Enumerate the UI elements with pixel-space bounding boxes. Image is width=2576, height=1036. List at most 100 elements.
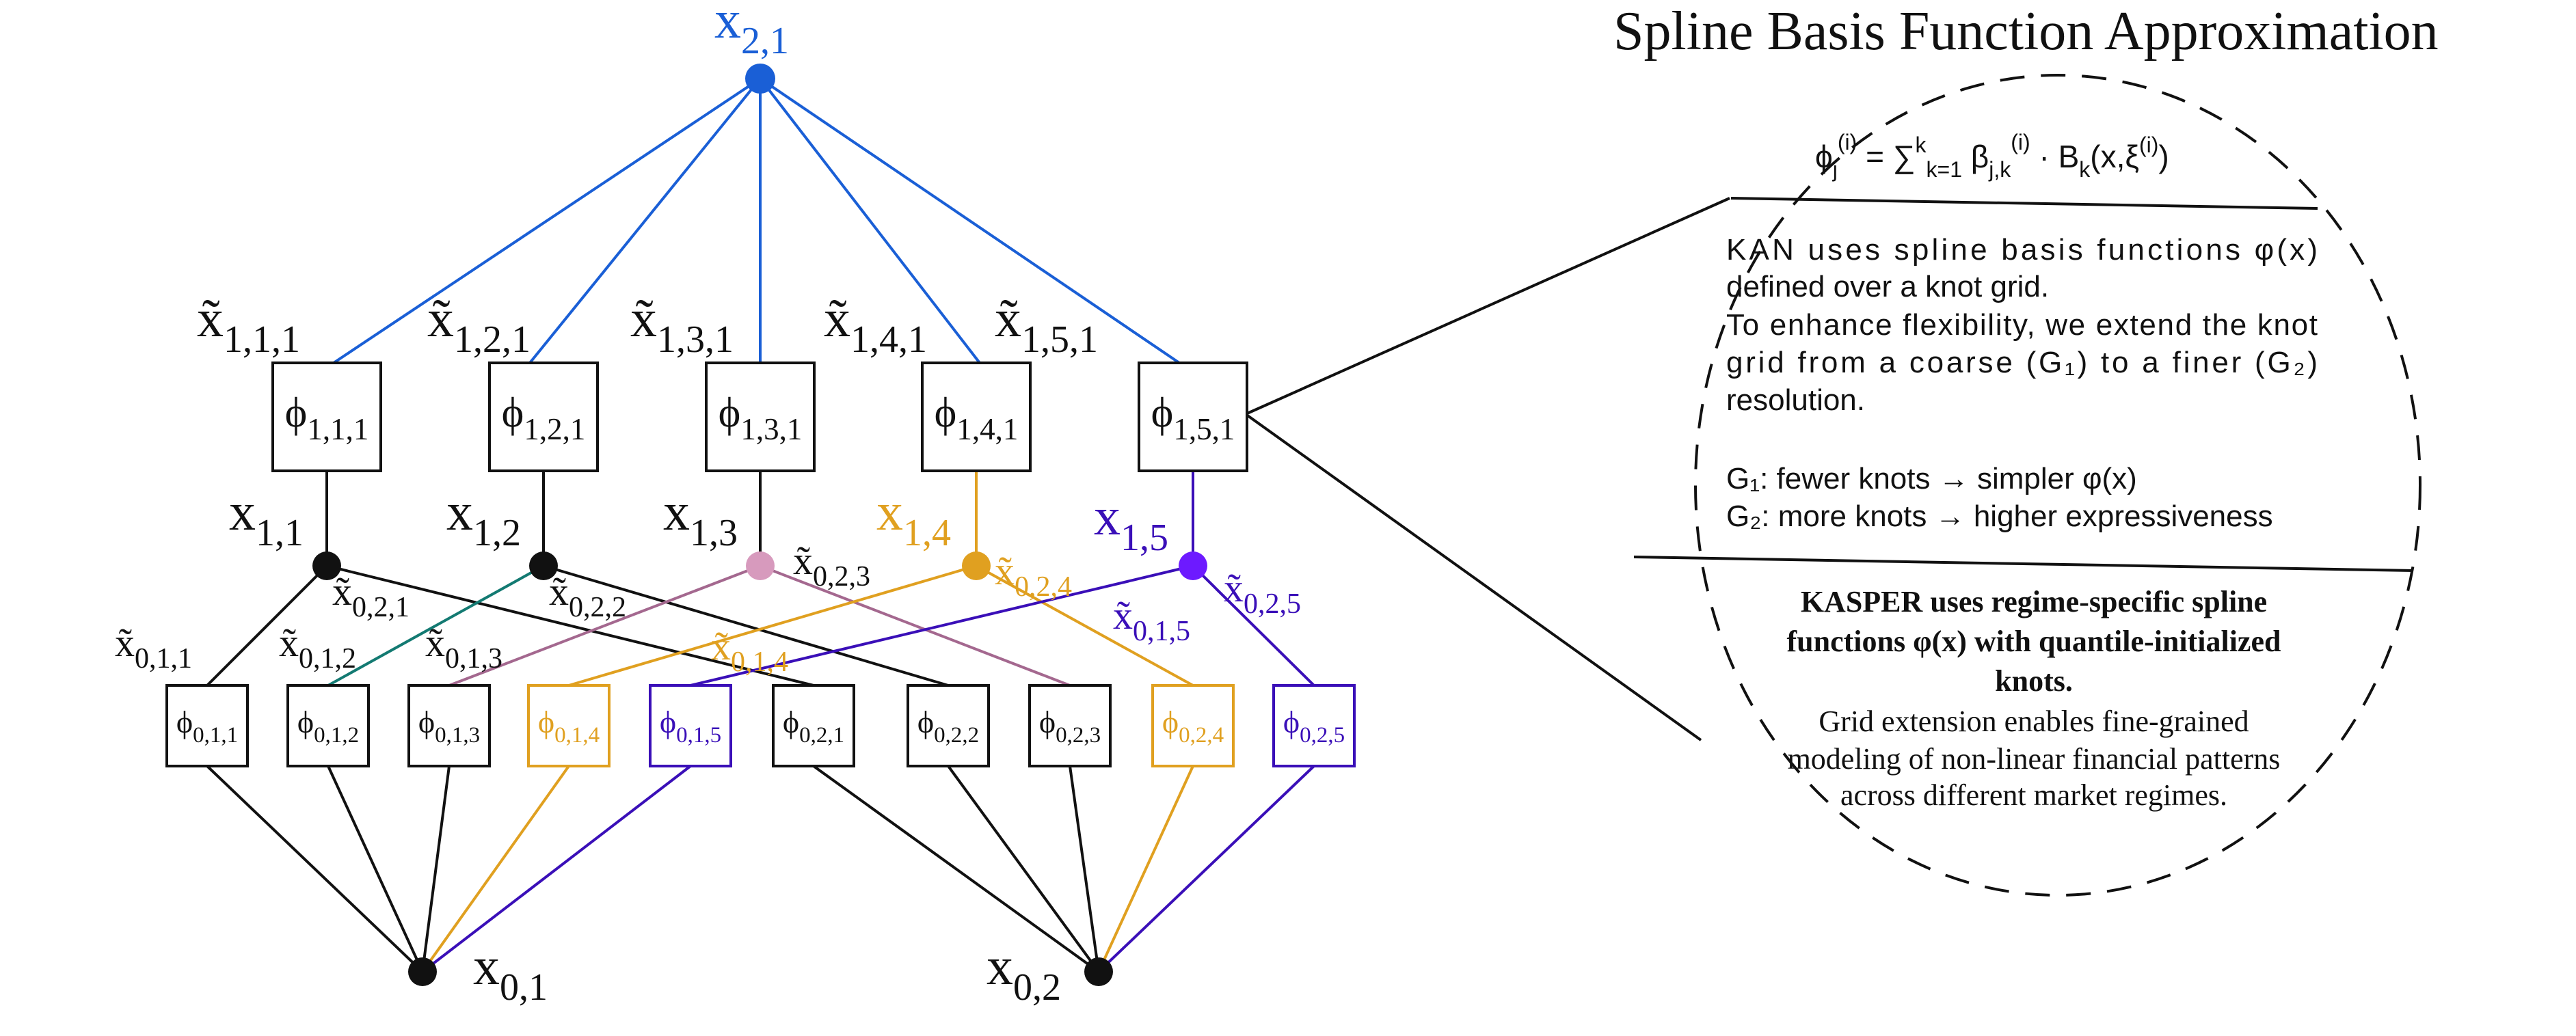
kasper-bold-3: knots.	[1995, 664, 2073, 698]
hidden-tilde-label-6: x̃0,1,1	[115, 621, 192, 674]
formula-lhs: ϕ	[1815, 139, 1833, 174]
kan-description: KAN uses spline basis functions φ(x) def…	[1726, 233, 2318, 533]
hidden-node-5	[1179, 551, 1207, 580]
edge-hidden-5-to-l0-10	[1192, 564, 1315, 687]
phi-box-l0-label-9: ϕ0,2,4	[1162, 705, 1224, 748]
network-nodes	[312, 64, 1207, 986]
phi-box-l0-2: ϕ0,1,2	[286, 684, 370, 767]
kan-line-4: grid from a coarse (G₁) to a finer (G₂)	[1726, 346, 2318, 379]
hidden-node-label-1: x1,1	[229, 482, 304, 554]
formula-beta: β	[1971, 139, 1989, 174]
edge-hidden-3-to-l0-8	[760, 564, 1071, 687]
edge-hidden-2-to-l0-2	[327, 564, 544, 687]
hidden-tilde-label-3: x̃0,2,3	[793, 539, 870, 592]
hidden-node-label-5: x1,5	[1094, 487, 1168, 559]
hidden-tilde-label-5: x̃0,2,5	[1224, 566, 1301, 620]
spline-formula: ϕj(i) = ∑kk=1 βj,k(i) · Bk(x,ξ(i))	[1815, 130, 2169, 182]
kan-line-2: defined over a knot grid.	[1726, 270, 2049, 303]
kan-g2: G₂: more knots → higher expressiveness	[1726, 500, 2273, 533]
formula-args: (x,ξ	[2090, 139, 2139, 174]
hidden-tilde-label-9: x̃0,1,4	[711, 624, 788, 678]
hidden-tilde-label-8: x̃0,1,3	[425, 621, 502, 674]
kasper-line-2: modeling of non-linear financial pattern…	[1788, 742, 2281, 776]
input-node-1	[408, 957, 437, 986]
formula-args-sup: (i)	[2139, 133, 2158, 157]
edge-l0-5-to-input	[421, 765, 692, 973]
phi-box-l1-2: ϕ1,2,1	[488, 362, 599, 472]
edge-hidden-4-to-l0-4	[568, 564, 977, 687]
hidden-tilde-label-4: x̃0,2,4	[995, 549, 1072, 603]
phi-box-l0-9: ϕ0,2,4	[1151, 684, 1235, 767]
kan-g1: G₁: fewer knots → simpler φ(x)	[1726, 462, 2137, 495]
edge-l0-1-to-input	[206, 765, 424, 973]
layer1-tilde-label-2: x̃1,2,1	[427, 288, 531, 361]
phi-box-l0-label-4: ϕ0,1,4	[538, 705, 600, 748]
phi-box-l0-label-3: ϕ0,1,3	[418, 705, 480, 748]
edge-l0-4-to-input	[421, 765, 570, 973]
formula-lhs-sup: (i)	[1838, 130, 1857, 154]
hidden-tilde-label-10: x̃0,1,5	[1113, 593, 1190, 647]
edge-hidden-3-to-l0-3	[448, 564, 761, 687]
layer1-boxes: ϕ1,1,1 ϕ1,2,1 ϕ1,3,1 ϕ1,4,1 ϕ1,5,1	[271, 362, 1248, 472]
edge-l0-6-to-input	[812, 765, 1100, 973]
input-node-label-2: x0,2	[987, 936, 1061, 1009]
formula-basis-sub: k	[2079, 157, 2091, 182]
layer1-tilde-label-1: x̃1,1,1	[197, 288, 300, 361]
formula-sum: ∑	[1893, 139, 1916, 174]
output-node-label: x2,1	[714, 0, 789, 62]
kan-line-1: KAN uses spline basis functions φ(x)	[1726, 233, 2318, 267]
hidden-node-2	[529, 551, 558, 580]
edge-hidden-5-to-l0-5	[690, 564, 1194, 687]
hidden-node-label-4: x1,4	[876, 482, 951, 554]
edge-l0-7-to-input	[947, 765, 1100, 973]
edge-out-to-l1-1	[332, 77, 762, 364]
phi-box-l0-label-2: ϕ0,1,2	[297, 705, 359, 748]
phi-box-l0-3: ϕ0,1,3	[407, 684, 491, 767]
edge-l0-9-to-input	[1097, 765, 1194, 972]
phi-box-l1-label-2: ϕ1,2,1	[502, 390, 586, 446]
formula-args-close: )	[2158, 139, 2169, 174]
phi-box-l1-label-5: ϕ1,5,1	[1151, 390, 1235, 446]
phi-box-l0-label-6: ϕ0,2,1	[783, 705, 844, 748]
phi-box-l0-8: ϕ0,2,3	[1028, 684, 1112, 767]
formula-lhs-sub: j	[1832, 157, 1838, 182]
phi-box-l1-1: ϕ1,1,1	[271, 362, 382, 472]
phi-box-l0-7: ϕ0,2,2	[907, 684, 990, 767]
edge-hidden-4-to-l0-9	[976, 564, 1194, 687]
hidden-node-4	[962, 551, 991, 580]
edge-l0-3-to-input	[421, 765, 451, 972]
hidden-tilde-label-2: x̃0,2,2	[549, 569, 626, 623]
formula-dot: ·	[2039, 139, 2049, 174]
formula-sum-sup: k	[1916, 133, 1927, 157]
kasper-line-3: across different market regimes.	[1840, 778, 2227, 812]
hidden-node-label-3: x1,3	[663, 482, 738, 554]
formula-beta-sup: (i)	[2011, 130, 2030, 154]
edge-out-to-l1-2	[528, 77, 762, 364]
callout-line-lower	[1244, 413, 1702, 741]
hidden-node-1	[312, 551, 341, 580]
zoom-circle	[1694, 74, 2421, 897]
phi-box-l0-5: ϕ0,1,5	[649, 684, 732, 767]
formula-divider	[1730, 197, 2318, 210]
zoom-callout	[1244, 74, 2421, 897]
input-node-label-1: x0,1	[473, 936, 548, 1009]
svg-text:ϕj(i) = ∑kk=1 βj,k(i) · Bk(x,: ϕj(i) = ∑kk=1 βj,k(i) · Bk(x,ξ(i))	[1815, 130, 2169, 182]
layer0-boxes: ϕ0,1,1 ϕ0,1,2 ϕ0,1,3 ϕ0,1,4 ϕ0,1,5 ϕ0,2,1 ϕ0,2…	[165, 684, 1356, 767]
phi-box-l0-label-7: ϕ0,2,2	[917, 705, 979, 748]
phi-box-l1-label-4: ϕ1,4,1	[935, 390, 1019, 446]
hidden-node-3	[746, 551, 775, 580]
kan-line-3: To enhance flexibility, we extend the kn…	[1726, 308, 2318, 342]
layer1-tilde-label-3: x̃1,3,1	[630, 288, 734, 361]
phi-box-l0-1: ϕ0,1,1	[165, 684, 249, 767]
formula-beta-sub: j,k	[1988, 157, 2011, 182]
phi-box-l1-5: ϕ1,5,1	[1138, 362, 1248, 472]
phi-box-l0-4: ϕ0,1,4	[527, 684, 611, 767]
edge-out-to-l1-5	[759, 77, 1181, 364]
phi-box-l0-10: ϕ0,2,5	[1272, 684, 1356, 767]
kan-line-5: resolution.	[1726, 383, 1865, 417]
phi-box-l1-3: ϕ1,3,1	[705, 362, 816, 472]
input-node-2	[1084, 957, 1113, 986]
phi-box-l0-6: ϕ0,2,1	[772, 684, 855, 767]
